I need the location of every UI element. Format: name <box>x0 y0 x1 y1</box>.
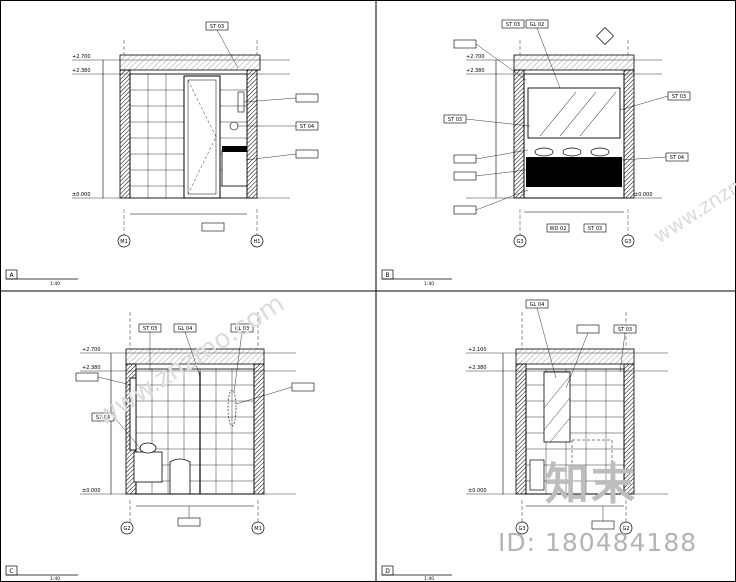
elevation-a: +2.700 +2.380 ±0.000 M1 <box>72 21 319 248</box>
title-badge-a: A <box>9 272 14 279</box>
tag-a-2: ST 04 <box>300 124 314 130</box>
level-ceiling-a: +2.380 <box>72 68 91 74</box>
title-block-d: D 1:40 <box>381 565 452 582</box>
tag-b-2: GL 02 <box>530 22 545 28</box>
grid-bubble-b-right: G3 <box>624 239 631 245</box>
grid-bubble-a-right: H1 <box>254 239 261 245</box>
level-top-c: +2.700 <box>82 347 101 353</box>
tag-d-1: GL 04 <box>530 302 545 308</box>
title-scale-b: 1:40 <box>424 281 434 287</box>
title-scale-c: 1:40 <box>50 576 60 582</box>
tag-a-1: ST 03 <box>210 24 224 30</box>
elevation-c: +2.700 +2.380 ±0.000 G2 M <box>75 312 315 535</box>
level-floor-a: ±0.000 <box>72 192 91 198</box>
level-ceiling-c: +2.380 <box>82 365 101 371</box>
level-floor-d: ±0.000 <box>468 488 487 494</box>
tag-b-5: ST 04 <box>670 155 684 161</box>
title-block-b: B 1:40 <box>381 269 452 287</box>
watermark-url-right: www.znzmo.com <box>649 137 736 248</box>
level-top-b: +2.700 <box>466 54 485 60</box>
title-badge-d: D <box>385 568 390 575</box>
level-floor-c: ±0.000 <box>82 488 101 494</box>
grid-bubble-c-left: G2 <box>123 526 130 532</box>
title-block-a: A 1:40 <box>5 269 78 287</box>
tag-b-6: WD 02 <box>550 226 567 232</box>
title-block-c: C 1:40 <box>5 565 78 582</box>
vanity-dark-b <box>526 157 622 187</box>
level-ceiling-b: +2.380 <box>466 68 485 74</box>
title-scale-d: 1:40 <box>424 576 434 582</box>
tag-b-4: ST 03 <box>672 94 686 100</box>
title-badge-c: C <box>9 568 13 575</box>
grid-bubble-a-left: M1 <box>120 239 128 245</box>
tag-d-2: ST 03 <box>618 327 632 333</box>
elevation-d: +2.100 +2.380 ±0.000 G3 G2 <box>466 299 668 535</box>
tag-c-3: GL 03 <box>235 326 250 332</box>
tag-b-1: ST 03 <box>506 22 520 28</box>
grid-bubble-d-right: G2 <box>622 526 629 532</box>
tag-c-2: GL 04 <box>178 326 193 332</box>
tag-c-1: ST 03 <box>143 326 157 332</box>
level-top-d: +2.100 <box>468 347 487 353</box>
tag-b-3: ST 03 <box>448 117 462 123</box>
elevation-b: +2.700 +2.380 ±0.000 G3 G3 <box>443 19 691 248</box>
level-floor-b: ±0.000 <box>634 192 653 198</box>
title-badge-b: B <box>385 272 389 279</box>
title-scale-a: 1:40 <box>50 281 60 287</box>
tag-c-4: ST 04 <box>96 415 110 421</box>
grid-bubble-d-left: G3 <box>518 526 525 532</box>
grid-bubble-c-right: M1 <box>254 526 262 532</box>
tag-b-7: ST 03 <box>588 226 602 232</box>
level-ceiling-d: +2.380 <box>468 365 487 371</box>
level-top-a: +2.700 <box>72 54 91 60</box>
grid-bubble-b-left: G3 <box>516 239 523 245</box>
